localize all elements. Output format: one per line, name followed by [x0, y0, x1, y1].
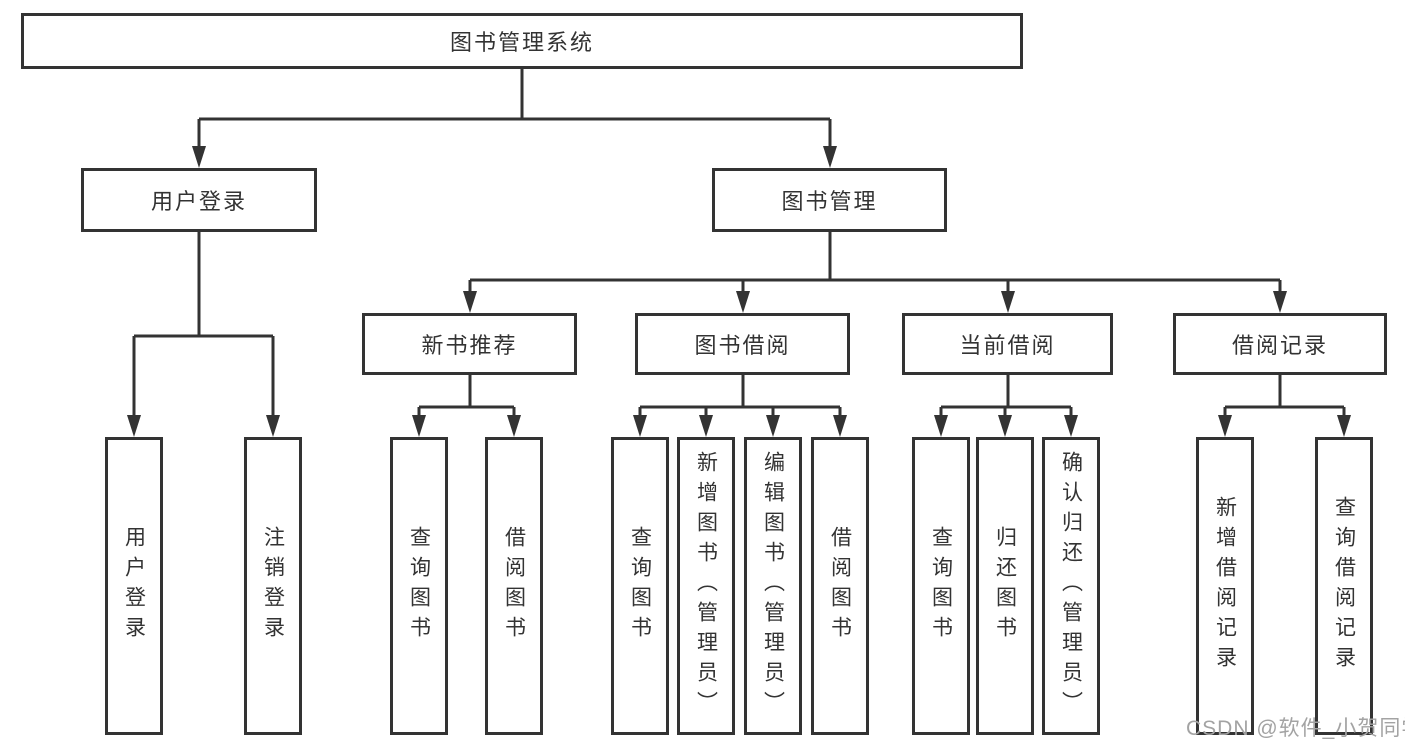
- leaf-label: 查询图书: [929, 526, 953, 646]
- csdn-watermark: CSDN @软件_小贺同学: [1186, 717, 1405, 740]
- node-new-book-recommendation: 新书推荐: [362, 313, 577, 375]
- leaf-borrow-books-recommend: 借阅图书: [485, 437, 543, 735]
- node-user-login: 用户登录: [81, 168, 317, 232]
- leaf-query-borrow-record: 查询借阅记录: [1315, 437, 1373, 735]
- node-book-borrowing: 图书借阅: [635, 313, 850, 375]
- leaf-label: 用户登录: [122, 526, 146, 646]
- leaf-user-login: 用户登录: [105, 437, 163, 735]
- leaf-label: 查询借阅记录: [1332, 496, 1356, 676]
- leaf-label: 查询图书: [407, 526, 431, 646]
- leaf-add-borrow-record: 新增借阅记录: [1196, 437, 1254, 735]
- leaf-label: 确认归还（管理员）: [1059, 451, 1083, 721]
- leaf-label: 编辑图书（管理员）: [761, 451, 785, 721]
- leaf-borrow-books: 借阅图书: [811, 437, 869, 735]
- node-book-management: 图书管理: [712, 168, 947, 232]
- leaf-label: 注销登录: [261, 526, 285, 646]
- leaf-query-books-current: 查询图书: [912, 437, 970, 735]
- leaf-return-books: 归还图书: [976, 437, 1034, 735]
- leaf-label: 新增借阅记录: [1213, 496, 1237, 676]
- leaf-add-books-admin: 新增图书（管理员）: [677, 437, 735, 735]
- leaf-edit-books-admin: 编辑图书（管理员）: [744, 437, 802, 735]
- leaf-query-books-borrowing: 查询图书: [611, 437, 669, 735]
- leaf-label: 借阅图书: [828, 526, 852, 646]
- leaf-label: 借阅图书: [502, 526, 526, 646]
- leaf-query-books-recommend: 查询图书: [390, 437, 448, 735]
- leaf-logout: 注销登录: [244, 437, 302, 735]
- leaf-label: 查询图书: [628, 526, 652, 646]
- node-library-management-system: 图书管理系统: [21, 13, 1023, 69]
- node-borrowing-records: 借阅记录: [1173, 313, 1387, 375]
- node-current-borrowing: 当前借阅: [902, 313, 1113, 375]
- leaf-label: 归还图书: [993, 526, 1017, 646]
- leaf-label: 新增图书（管理员）: [694, 451, 718, 721]
- leaf-confirm-return-admin: 确认归还（管理员）: [1042, 437, 1100, 735]
